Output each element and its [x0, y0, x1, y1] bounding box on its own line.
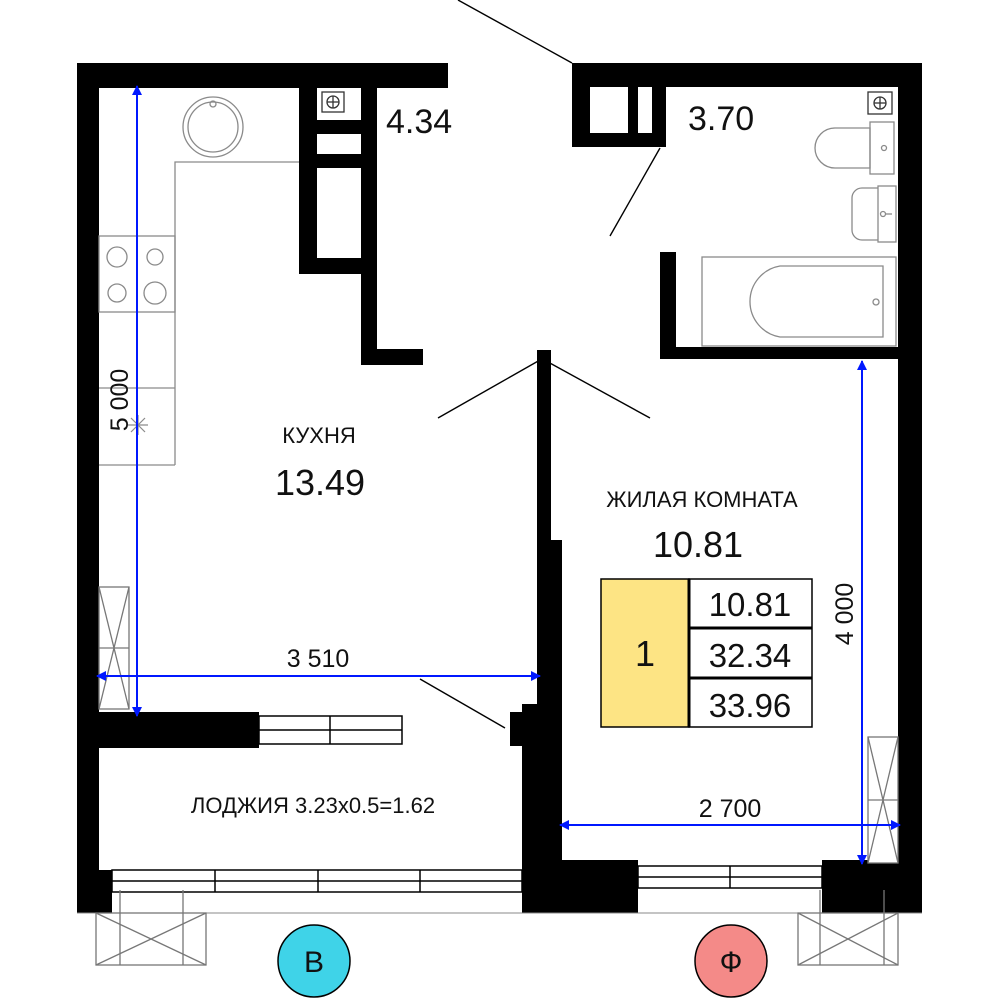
marker-left-circle [277, 924, 351, 998]
bathroom-area: 3.70 [688, 100, 754, 138]
area-summary-table: 1 10.81 32.34 33.96 [600, 578, 813, 728]
toilet-icon [814, 121, 895, 175]
hall-area: 4.34 [386, 103, 452, 141]
summary-total-area: 32.34 [709, 637, 792, 674]
kitchen-width-dim: 3 510 [287, 645, 350, 673]
living-width-dim: 2 700 [699, 795, 762, 823]
radiators [98, 586, 899, 864]
living-area: 10.81 [653, 524, 743, 565]
sink-icon [182, 96, 244, 158]
summary-living-area: 10.81 [709, 586, 792, 623]
walls [77, 63, 922, 913]
marker-right: Ф [694, 924, 768, 998]
living-name: ЖИЛАЯ КОМНАТА [606, 487, 798, 512]
door-swing-lines [419, 0, 661, 729]
marker-left: В [277, 924, 351, 998]
summary-total-with-loggia: 33.96 [709, 687, 792, 724]
rooms-count: 1 [635, 633, 655, 674]
loggia-label: ЛОДЖИЯ 3.23x0.5=1.62 [191, 793, 435, 818]
vent-icon [321, 91, 893, 115]
kitchen-name: КУХНЯ [282, 423, 356, 448]
outdoor-units [95, 890, 899, 966]
rooms-count-cell [600, 578, 690, 728]
windows [77, 715, 922, 914]
stove-icon [106, 246, 167, 305]
marker-left-letter: В [304, 946, 324, 979]
marker-right-letter: Ф [720, 946, 743, 979]
kitchen-length-dim: 5 000 [106, 369, 134, 432]
washbasin-icon [851, 185, 897, 243]
marker-right-circle [694, 924, 768, 998]
living-length-dim: 4 000 [831, 583, 859, 646]
kitchen-area: 13.49 [275, 462, 365, 503]
dimension-lines [96, 85, 901, 865]
bathtub-icon [701, 256, 897, 347]
